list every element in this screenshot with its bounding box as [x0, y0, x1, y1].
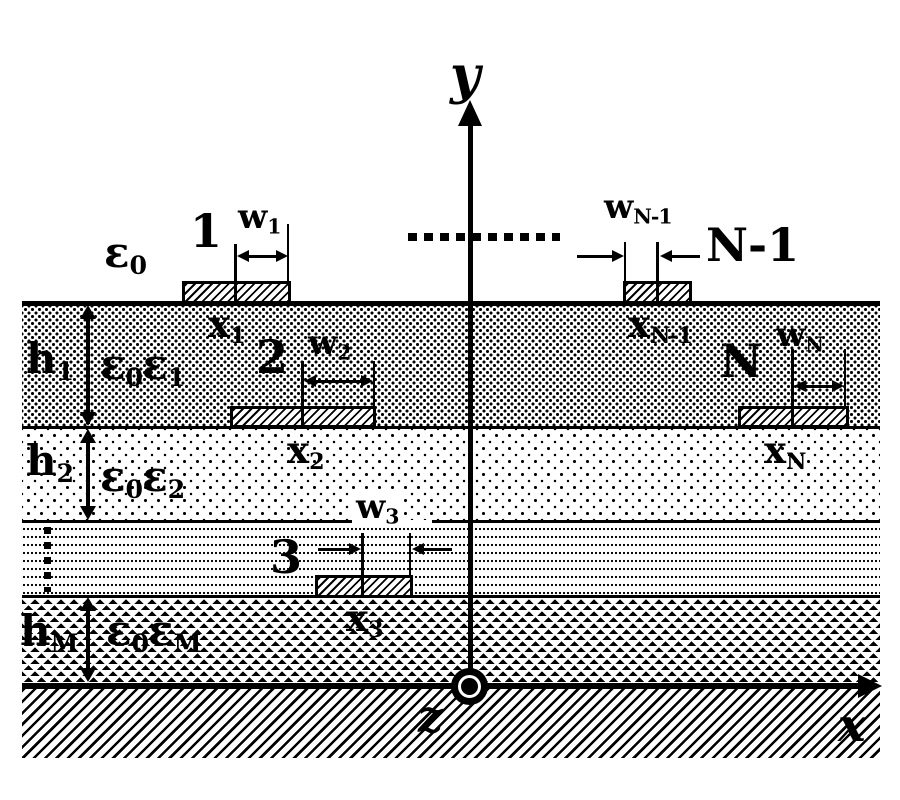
conductor-n-width-arrow-shaft	[800, 385, 837, 388]
h2-arrowhead-up-icon	[80, 429, 96, 443]
conductor-1-position-label: x1	[208, 302, 246, 350]
conductor-n-minus-1-width-arrowhead-left-icon	[612, 250, 624, 262]
z-axis-label: z	[418, 692, 443, 743]
conductor-n-position-label: xN	[764, 428, 806, 476]
conductor-2-edge-tick	[373, 361, 375, 408]
dielectric-layer-3-region	[22, 523, 880, 595]
conductor-1-width-arrowhead-right-icon	[276, 250, 288, 262]
layer-M-permittivity-label: ε0εM	[106, 606, 202, 659]
h2-dimension-arrow-shaft	[86, 436, 90, 516]
conductor-2-width-arrowhead-left-icon	[304, 375, 316, 387]
h1-arrowhead-up-icon	[80, 305, 96, 319]
conductor-2-width-label: w2	[308, 323, 352, 365]
conductor-2-center-line	[301, 361, 304, 428]
conductor-n-minus-1-width-arrowhead-right-icon	[660, 250, 672, 262]
h1-dimension-arrow-shaft	[86, 312, 90, 424]
conductor-n-minus-1-width-arrow-left-shaft	[577, 255, 614, 258]
conductor-n-minus-1-width-arrow-right-shaft	[671, 255, 700, 258]
hM-arrowhead-down-icon	[80, 668, 96, 682]
vertical-ellipsis-dotted-line	[44, 527, 51, 592]
conductor-n-minus-1-position-label: xN-1	[628, 302, 693, 350]
conductor-2-width-arrowhead-right-icon	[361, 375, 373, 387]
conductor-2-width-arrow-shaft	[310, 380, 366, 383]
conductor-3-center-line	[361, 533, 364, 598]
conductor-2-number-label: 2	[256, 330, 289, 384]
layer-2-permittivity-label: ε0ε2	[100, 452, 185, 505]
conductor-3-width-arrowhead-right-icon	[412, 543, 424, 555]
conductor-n-width-arrowhead-right-icon	[832, 380, 844, 392]
conductor-n-number-label: N	[720, 334, 763, 388]
h2-arrowhead-down-icon	[80, 506, 96, 520]
layer1-layer2-boundary-line	[22, 426, 880, 429]
dielectric-layer-2-region	[22, 429, 880, 520]
origin-marker-dot	[461, 678, 478, 695]
h1-arrowhead-down-icon	[80, 412, 96, 426]
conductor-3-edge-tick	[409, 533, 411, 578]
x-axis-arrowhead-icon	[858, 674, 882, 698]
horizontal-ellipsis-dotted-line	[408, 233, 560, 241]
conductor-n-width-arrowhead-left-icon	[794, 380, 806, 392]
conductor-n-edge-tick	[844, 349, 846, 408]
conductor-n-minus-1-edge-tick	[624, 242, 626, 283]
conductor-1-edge-tick	[287, 224, 289, 283]
conductor-n-minus-1-number-label: N-1	[706, 218, 800, 272]
conductor-n-width-label: wN	[776, 315, 824, 357]
conductor-3-width-arrow-left-shaft	[318, 548, 351, 551]
hM-arrowhead-up-icon	[80, 597, 96, 611]
dielectric-layer-1-region	[22, 306, 880, 426]
conductor-1-width-label: w1	[238, 197, 282, 239]
layer-2-height-label: h2	[26, 436, 74, 489]
layer2-layer3-boundary-line-left	[22, 520, 353, 523]
layer2-layer3-boundary-line-right	[432, 520, 880, 523]
x-axis-line	[22, 683, 860, 689]
y-axis-label: y	[450, 45, 481, 106]
hM-dimension-arrow-shaft	[86, 604, 90, 678]
conductor-3-number-label: 3	[270, 530, 303, 584]
x-axis-label: x	[838, 698, 866, 752]
conductor-3-width-arrowhead-left-icon	[349, 543, 361, 555]
conductor-3	[315, 575, 413, 598]
ground-plane-region	[22, 689, 880, 758]
conductor-2-position-label: x2	[287, 428, 325, 476]
conductor-n-minus-1-center-line	[656, 242, 659, 303]
conductor-3-width-label: w3	[352, 490, 403, 527]
y-axis-arrowhead-icon	[458, 100, 482, 126]
y-axis-line	[468, 124, 473, 683]
air-permittivity-label: ε0	[104, 228, 147, 281]
dielectric-layer-M-region	[22, 598, 880, 683]
conductor-n-center-line	[791, 349, 794, 428]
layer3-layerM-boundary-line	[22, 595, 880, 598]
conductor-n-minus-1-width-label: wN-1	[604, 187, 673, 229]
conductor-1-width-arrowhead-left-icon	[237, 250, 249, 262]
layer-M-height-label: hM	[20, 606, 78, 659]
layer-1-permittivity-label: ε0ε1	[100, 340, 185, 393]
conductor-1-center-line	[234, 244, 237, 303]
conductor-1-number-label: 1	[190, 204, 223, 258]
conductor-3-width-arrow-right-shaft	[424, 548, 452, 551]
conductor-3-position-label: x3	[346, 596, 384, 644]
air-dielectric-surface-line	[22, 301, 880, 306]
conductor-1-width-arrow-shaft	[244, 255, 280, 258]
layer-1-height-label: h1	[26, 334, 74, 387]
